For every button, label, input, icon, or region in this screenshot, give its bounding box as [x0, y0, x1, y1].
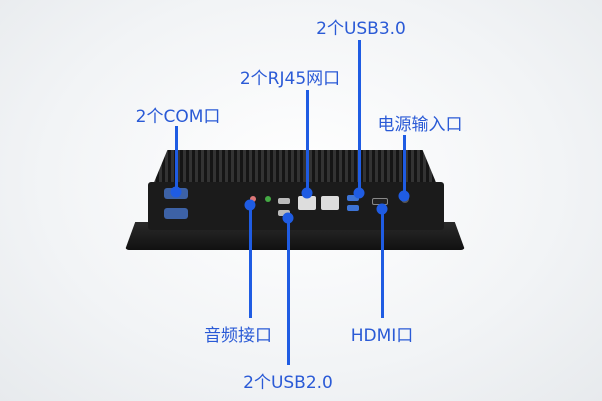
power-leader-line [403, 135, 406, 196]
audio-label: 音频接口 [204, 326, 272, 346]
io-panel [148, 182, 444, 230]
usb3-leader-line [358, 40, 361, 193]
power-marker [398, 190, 410, 202]
com-marker [170, 186, 182, 198]
hdmi-leader-line [381, 209, 384, 318]
audio-marker [244, 199, 256, 211]
lan2-port [321, 196, 339, 210]
usb3-port-2 [347, 205, 359, 211]
mic-jack [250, 196, 256, 202]
lan1-port [298, 196, 316, 210]
usb2-port-1 [278, 198, 290, 204]
usb3-label: 2个USB3.0 [316, 19, 406, 39]
com-label: 2个COM口 [135, 107, 221, 127]
power-label: 电源输入口 [377, 115, 463, 135]
usb3-marker [353, 187, 365, 199]
usb2-label: 2个USB2.0 [243, 373, 333, 393]
com-leader-line [175, 126, 178, 192]
hdmi-marker [376, 203, 388, 215]
com2-port [164, 208, 188, 219]
rj45-label: 2个RJ45网口 [239, 69, 341, 89]
hdmi-label: HDMI口 [350, 326, 414, 346]
rj45-marker [301, 187, 313, 199]
usb2-leader-line [287, 218, 290, 365]
usb3-port-1 [347, 195, 359, 201]
rj45-leader-line [306, 90, 309, 193]
audio-leader-line [249, 205, 252, 318]
usb2-marker [282, 212, 294, 224]
audio-out-jack [265, 196, 271, 202]
